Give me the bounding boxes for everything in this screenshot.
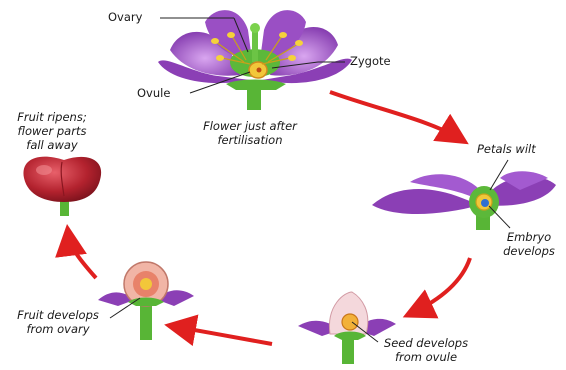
seed-line-2: from ovule — [368, 350, 484, 364]
zygote-dot — [257, 68, 262, 73]
flower-petals-wilt — [372, 171, 556, 230]
label-ovule: Ovule — [137, 86, 170, 100]
fruit-dev-line-2: from ovary — [0, 322, 116, 336]
flower-after-fertilisation — [158, 10, 352, 110]
embryo-line-1: Embryo — [494, 230, 564, 244]
ripens-line-3: fall away — [4, 138, 100, 152]
arrow-to-petals-wilt — [330, 92, 462, 140]
embryo-shape — [481, 199, 489, 207]
label-zygote: Zygote — [350, 54, 391, 68]
label-ovary: Ovary — [108, 10, 142, 24]
arrow-to-seed — [410, 258, 470, 314]
label-embryo-develops: Embryo develops — [494, 230, 564, 258]
seed-line-1: Seed develops — [368, 336, 484, 350]
arrow-to-fruit-ripens — [68, 232, 96, 278]
ripe-fruit — [23, 157, 101, 216]
label-petals-wilt: Petals wilt — [477, 142, 536, 156]
fruit-highlight — [36, 165, 52, 175]
label-seed-develops: Seed develops from ovule — [368, 336, 484, 364]
caption-line-2: fertilisation — [190, 133, 310, 147]
arrow-to-fruit-develops — [172, 326, 272, 344]
developing-seed — [342, 314, 358, 330]
caption-line-1: Flower just after — [190, 119, 310, 133]
stigma — [250, 23, 260, 33]
fruit-seed — [140, 278, 152, 290]
style — [252, 30, 258, 62]
fruit-dev-line-1: Fruit develops — [0, 308, 116, 322]
embryo-line-2: develops — [494, 244, 564, 258]
label-fruit-develops: Fruit develops from ovary — [0, 308, 116, 336]
ripens-line-1: Fruit ripens; — [4, 110, 100, 124]
ripens-line-2: flower parts — [4, 124, 100, 138]
label-fruit-ripens: Fruit ripens; flower parts fall away — [4, 110, 100, 152]
caption-flower-after-fertilisation: Flower just after fertilisation — [190, 119, 310, 147]
